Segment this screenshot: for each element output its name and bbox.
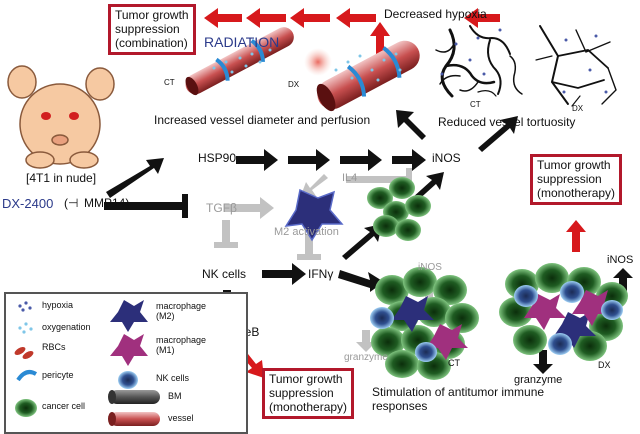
legend-pericyte-icon: [16, 370, 38, 382]
monotherapy-box-bottom: Tumor growth suppression (monotherapy): [262, 368, 355, 420]
dx-inos-label: iNOS: [607, 254, 634, 266]
legend-rbc-icon: [14, 347, 34, 359]
legend-bm-label: BM: [168, 391, 182, 401]
hypoxia-dots-dx: [562, 34, 608, 94]
cluster-dx-label: DX: [598, 360, 611, 370]
m2-activation-label: M2 activation: [274, 226, 339, 238]
legend-bm-icon: [108, 390, 160, 404]
cancer-cell-group: [367, 177, 431, 241]
dx-granzyme-label: granzyme: [514, 374, 563, 386]
mouse-eyes: [41, 112, 79, 120]
inos-label: iNOS: [432, 151, 461, 165]
vessel-ct-illustration: [185, 27, 294, 96]
red-arrow-chain: [204, 8, 500, 58]
radiation-glow: [304, 48, 332, 76]
legend-vessel-icon: [108, 412, 160, 426]
inhibit-symbol: (⊣: [64, 196, 79, 210]
black-arrows: [106, 110, 633, 374]
legend-m2-label: macrophage (M2): [156, 301, 207, 321]
vessel-ct-label: CT: [164, 78, 175, 87]
mouse-model-label: [4T1 in nude]: [26, 171, 97, 185]
legend-nk-label: NK cells: [156, 373, 190, 383]
m2-macrophage-cell: [284, 188, 344, 242]
legend-m1-label: macrophage (M1): [156, 335, 207, 355]
tortuosity-dx-label: DX: [572, 104, 584, 113]
radiation-label: RADIATION: [204, 34, 280, 50]
legend-m1-icon: [110, 334, 148, 366]
tortuosity-ct-label: CT: [470, 100, 481, 109]
legend-m2-icon: [110, 300, 148, 332]
tumor-cluster-dx: [499, 263, 628, 361]
nk-cells-label: NK cells: [202, 267, 247, 281]
legend-oxygenation-icon: [18, 322, 33, 334]
monotherapy-box-right: Tumor growth suppression (monotherapy): [530, 154, 623, 206]
drug-label: DX-2400: [2, 196, 54, 211]
hypoxia-dots-ct: [440, 28, 502, 76]
tumor-cluster-ct: [370, 267, 479, 380]
legend-hypoxia-icon: [18, 301, 32, 312]
increased-vessel-label: Increased vessel diameter and perfusion: [154, 113, 371, 127]
oxygenation-dots-dx: [334, 52, 402, 82]
legend-cancer-cell-label: cancer cell: [42, 401, 86, 411]
legend-hypoxia-label: hypoxia: [42, 300, 74, 310]
nude-mouse-illustration: [7, 65, 115, 169]
legend-pericyte-label: pericyte: [42, 370, 74, 380]
combination-suppression-box: Tumor growth suppression (combination): [108, 4, 196, 56]
legend-vessel-label: vessel: [168, 413, 194, 423]
stimulation-label: Stimulation of antitumor immune response…: [372, 385, 545, 413]
legend-panel: hypoxia oxygenation RBCs pericyte cancer…: [4, 292, 248, 434]
legend-nk-icon: [118, 371, 138, 389]
hsp90-label: HSP90: [198, 151, 237, 165]
il4-label: IL4: [342, 172, 358, 184]
tgfb-label: TGFβ: [206, 201, 237, 215]
cluster-inos-label: iNOS: [418, 262, 442, 273]
reduced-tortuosity-label: Reduced vessel tortuosity: [438, 115, 576, 129]
vessel-dx-label: DX: [288, 80, 300, 89]
cluster-ct-label: CT: [448, 358, 460, 368]
cluster-granzyme-label: granzyme: [344, 352, 388, 363]
vessel-dx-illustration: [316, 40, 420, 112]
ifng-label: IFNγ: [308, 267, 334, 281]
oxygenation-dots-ct: [212, 48, 272, 74]
mmp14-label: MMP14): [84, 196, 130, 210]
vessel-network-ct: [435, 25, 523, 98]
inhibit-tgfb: [104, 194, 188, 218]
legend-cancer-cell-icon: [15, 399, 37, 417]
legend-oxygenation-label: oxygenation: [42, 322, 91, 332]
decreased-hypoxia-label: Decreased hypoxia: [384, 7, 487, 21]
legend-symbols: [14, 300, 160, 426]
vessel-network-dx: [535, 25, 617, 107]
legend-rbcs-label: RBCs: [42, 342, 66, 352]
